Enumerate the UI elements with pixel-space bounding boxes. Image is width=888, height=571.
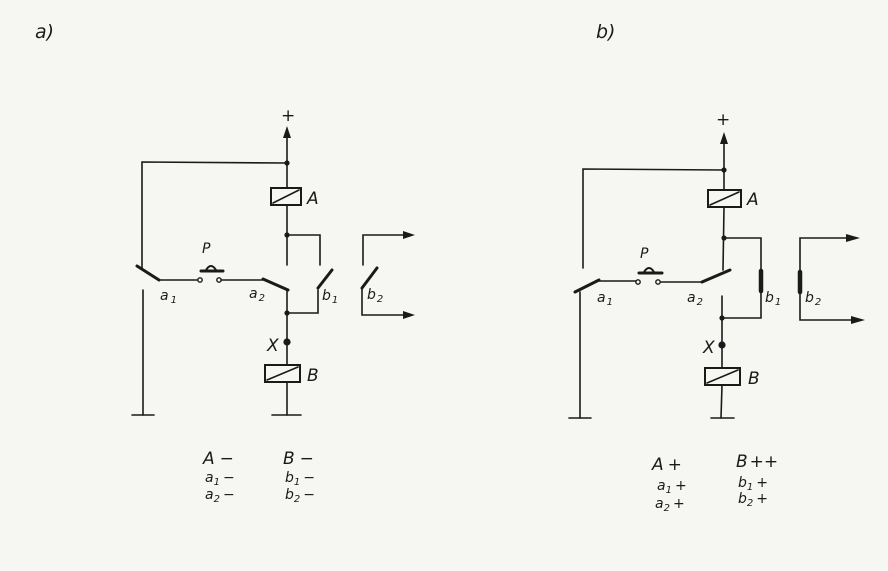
- node-x-label: X: [266, 336, 279, 356]
- contact-b2-label: b2: [367, 287, 383, 305]
- panel-a-title: a): [35, 21, 54, 43]
- relay-a-diagonal: [272, 189, 300, 204]
- supply-arrow-icon: [720, 132, 728, 144]
- output-arrow-icon: [403, 311, 415, 319]
- b1-lower-wire: [286, 289, 319, 314]
- supply-plus-label: +: [716, 110, 730, 130]
- state-a1: a1−: [205, 470, 235, 488]
- output-arrow-icon: [851, 316, 865, 324]
- contact-b2-label: b2: [805, 290, 821, 308]
- output-arrow-icon: [846, 234, 860, 242]
- state-a1: a1+: [657, 478, 687, 496]
- contact-a2-closed: [700, 268, 732, 284]
- pushbutton-terminal: [635, 279, 641, 285]
- node-x-label: X: [702, 338, 715, 358]
- relay-b-label: B: [748, 369, 760, 389]
- state-b1: b1+: [738, 475, 768, 493]
- b2-lower-wire: [361, 287, 406, 316]
- contact-a1-open: [135, 264, 161, 282]
- state-a2: a2+: [655, 496, 685, 514]
- b2-upper-wire: [362, 234, 406, 266]
- junction-dot: [719, 315, 725, 321]
- state-b1: b1−: [285, 470, 315, 488]
- state-table-a: A− B− a1− b1− a2− b2−: [202, 449, 315, 505]
- state-b2: b2−: [285, 487, 315, 505]
- relay-a-coil: [270, 187, 302, 206]
- pushbutton-terminal: [197, 277, 203, 283]
- contact-b1-label: b1: [322, 288, 338, 306]
- relay-b-diagonal: [266, 366, 299, 381]
- relay-b-label: B: [307, 366, 319, 386]
- b1-upper-wire: [286, 234, 321, 266]
- top-wire: [582, 168, 725, 269]
- contact-b2-open: [360, 266, 379, 290]
- pushbutton-label: P: [640, 246, 649, 262]
- contact-a2-label: a2: [249, 286, 265, 304]
- contact-a2-open: [261, 277, 290, 292]
- relay-a-label: A: [306, 189, 319, 209]
- contact-b1-open: [316, 268, 334, 290]
- contact-a1-label: a1: [597, 290, 613, 308]
- pushbutton-cap-icon: [205, 265, 217, 271]
- pushbutton-label: P: [202, 241, 211, 257]
- output-arrow-icon: [403, 231, 415, 239]
- contact-a1-closed: [573, 278, 601, 294]
- panel-b-title: b): [596, 21, 615, 43]
- supply-plus-label: +: [281, 106, 295, 126]
- state-B: B−: [283, 449, 314, 469]
- relay-a-diagonal: [709, 191, 740, 206]
- state-B: B++: [736, 452, 778, 472]
- supply-arrow-icon: [283, 126, 291, 138]
- state-a2: a2−: [205, 487, 235, 505]
- wire: [720, 384, 723, 419]
- pushbutton-terminal: [655, 279, 661, 285]
- pushbutton-cap-icon: [643, 267, 655, 273]
- state-A: A−: [202, 449, 234, 469]
- contact-b1-label: b1: [765, 290, 781, 308]
- b2-wire: [799, 237, 854, 321]
- state-A: A+: [651, 455, 682, 475]
- panel-b: b) + A b1 a2 P a1 X: [568, 21, 865, 514]
- top-wire: [141, 161, 288, 269]
- contact-a2-label: a2: [687, 290, 703, 308]
- state-table-b: A+ B++ a1+ b1+ a2+ b2+: [651, 452, 778, 514]
- relay-a-label: A: [746, 190, 759, 210]
- b1-loop-wire: [721, 237, 762, 319]
- node-x-dot: [718, 341, 726, 349]
- state-b2: b2+: [738, 491, 768, 509]
- relay-b-coil: [264, 364, 301, 383]
- relay-b-diagonal: [706, 369, 739, 384]
- node-x-dot: [283, 338, 291, 346]
